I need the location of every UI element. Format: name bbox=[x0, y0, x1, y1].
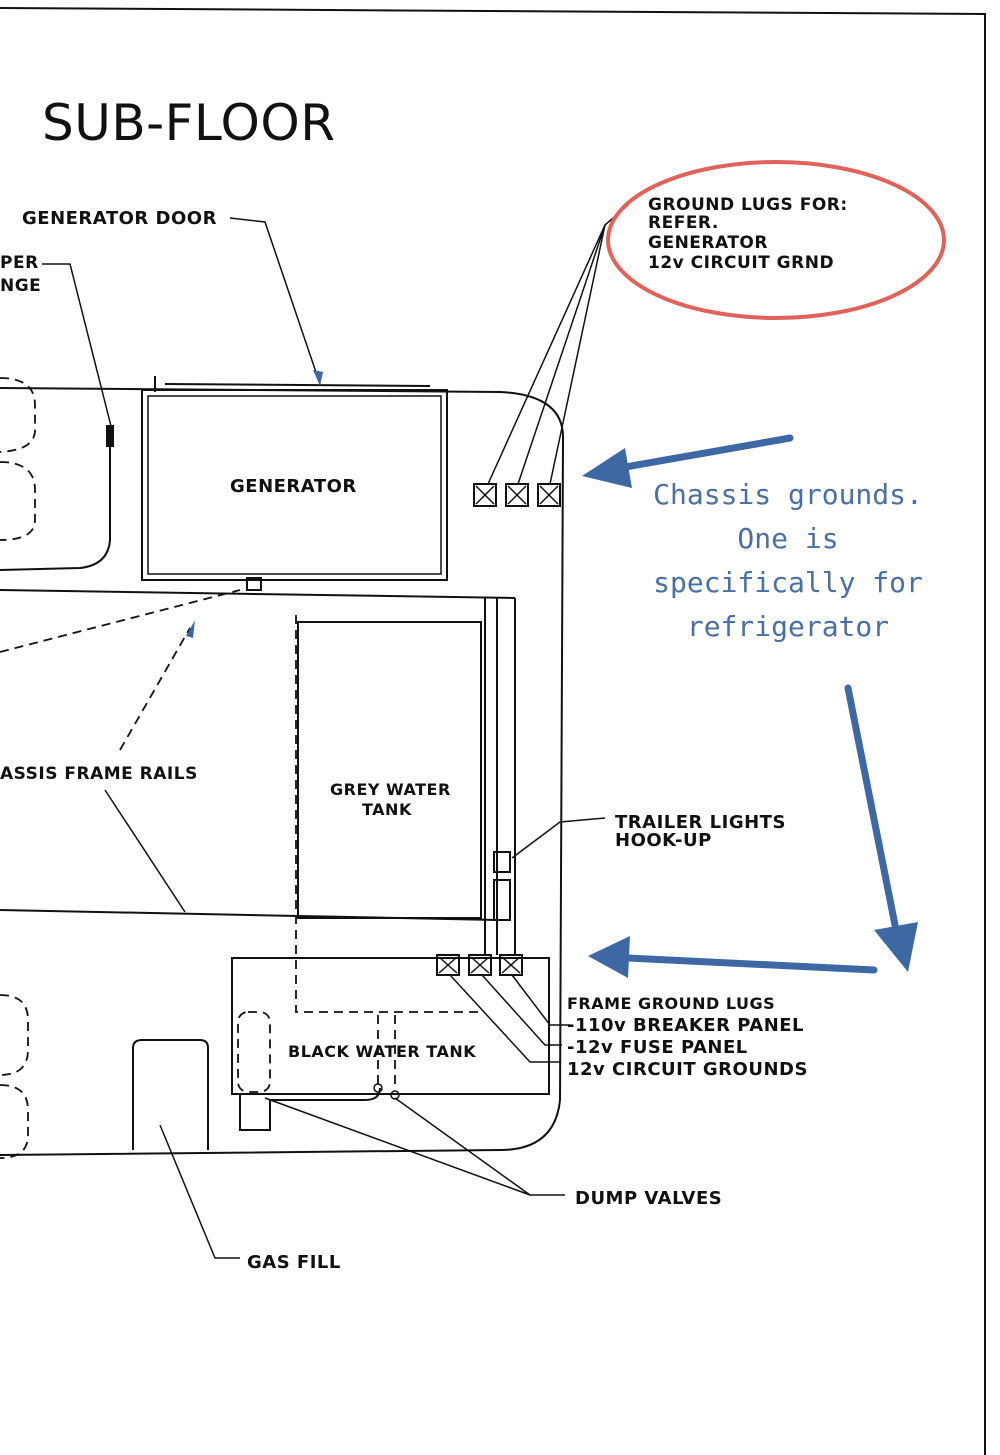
bumper-label-1: PER bbox=[0, 253, 39, 273]
fgl-leader bbox=[481, 974, 562, 1046]
highlight-circle bbox=[606, 160, 946, 320]
ground-lugs-label-2: REFER. bbox=[648, 213, 719, 233]
annotation-arrow bbox=[844, 684, 900, 934]
exhaust-pipe bbox=[0, 447, 111, 571]
ground-wire bbox=[0, 589, 241, 653]
annotation-arrow bbox=[616, 434, 794, 472]
generator-door-leader bbox=[229, 217, 321, 385]
frame-ground-label-4: 12v CIRCUIT GROUNDS bbox=[567, 1059, 808, 1080]
trailer-lights-leader bbox=[511, 817, 606, 859]
note-line-4: refrigerator bbox=[687, 610, 889, 643]
frame-ground-label-1: FRAME GROUND LUGS bbox=[567, 994, 775, 1013]
ground-wire bbox=[119, 627, 191, 751]
ground-lug bbox=[436, 954, 460, 976]
page-border bbox=[0, 7, 986, 1455]
dump-valves-label: DUMP VALVES bbox=[575, 1188, 722, 1209]
gas-fill-label: GAS FILL bbox=[247, 1252, 341, 1273]
annotation-arrowhead bbox=[582, 448, 632, 488]
generator-ground-lug bbox=[246, 577, 262, 591]
dump-valve bbox=[390, 1090, 400, 1100]
trailer-lights-plug bbox=[493, 879, 511, 921]
gas-fill-box bbox=[132, 1039, 209, 1150]
ground-lug bbox=[505, 483, 529, 507]
black-water-tank bbox=[231, 957, 550, 1095]
dump-valves-leader bbox=[264, 1097, 565, 1196]
wheel-well bbox=[0, 461, 36, 541]
annotation-arrowhead bbox=[588, 936, 630, 978]
page-title: SUB-FLOOR bbox=[42, 94, 335, 152]
generator-label: GENERATOR bbox=[230, 476, 357, 497]
grey-water-label-1: GREY WATER bbox=[330, 780, 451, 799]
trailer-lights-label-1: TRAILER LIGHTS bbox=[615, 812, 786, 833]
note-line-3: specifically for bbox=[653, 566, 923, 599]
ground-lug bbox=[473, 483, 497, 507]
frame-ground-lugs bbox=[436, 954, 523, 976]
generator-box bbox=[141, 389, 448, 581]
annotation-arrow bbox=[624, 954, 878, 974]
ground-lug bbox=[468, 954, 492, 976]
black-water-label: BLACK WATER TANK bbox=[288, 1042, 476, 1061]
note-line-1: Chassis grounds. bbox=[653, 478, 923, 511]
ground-lug bbox=[499, 954, 523, 976]
leader-arrowhead bbox=[313, 370, 323, 386]
generator-inner bbox=[147, 395, 442, 575]
dump-valve bbox=[373, 1083, 383, 1093]
generator-door bbox=[164, 383, 431, 387]
fgl-leader bbox=[511, 974, 570, 1026]
annotation-arrowhead bbox=[874, 922, 918, 972]
tank-pipe bbox=[295, 615, 480, 1013]
valve-pipes bbox=[377, 1015, 396, 1090]
trailer-lights-connector bbox=[493, 851, 511, 873]
ground-lugs-label-3: GENERATOR bbox=[648, 233, 768, 253]
bumper-flange bbox=[106, 425, 114, 447]
trailer-lights-label-2: HOOK-UP bbox=[615, 830, 712, 851]
wheel-well bbox=[0, 994, 29, 1076]
note-line-2: One is bbox=[737, 522, 838, 555]
ground-lugs-label-4: 12v CIRCUIT GRND bbox=[648, 253, 834, 273]
frame-ground-label-2: -110v BREAKER PANEL bbox=[567, 1015, 804, 1036]
frame-rail-top bbox=[0, 589, 516, 599]
wheel-well bbox=[0, 1084, 29, 1159]
gas-fill-leader bbox=[159, 1124, 240, 1259]
grey-water-label-2: TANK bbox=[362, 800, 412, 819]
ground-lug bbox=[537, 483, 561, 507]
fgl-leader bbox=[449, 974, 560, 1063]
generator-door-label: GENERATOR DOOR bbox=[22, 208, 217, 229]
frame-ground-label-3: -12v FUSE PANEL bbox=[567, 1037, 748, 1058]
bumper-label-2: NGE bbox=[0, 276, 41, 296]
bumper-leader bbox=[42, 263, 113, 431]
chassis-frame-rails-label: ASSIS FRAME RAILS bbox=[0, 764, 198, 784]
ground-lugs-label-1: GROUND LUGS FOR: bbox=[648, 195, 848, 215]
frame-rails-leader bbox=[104, 789, 186, 913]
wheel-well bbox=[0, 377, 36, 453]
tank-fitting bbox=[237, 1011, 271, 1093]
chassis-ground-lugs bbox=[473, 483, 561, 507]
grey-water-tank bbox=[297, 621, 482, 919]
